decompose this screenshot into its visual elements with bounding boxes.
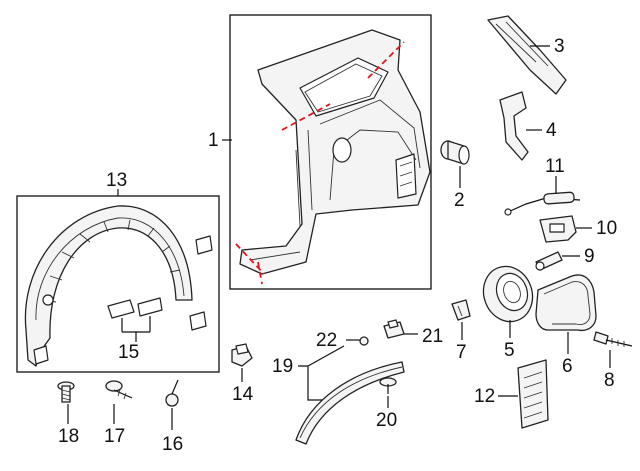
part-21-clip [383,319,405,339]
callout-21: 21 [422,326,443,347]
callout-10: 10 [596,218,617,239]
fender-liner [24,205,193,367]
part-22-bolt [346,336,369,346]
callout-7: 7 [456,342,467,363]
part-4-bracket [499,91,529,161]
callout-17: 17 [104,426,125,447]
quarter-panel [239,29,431,275]
callout-5: 5 [504,340,515,361]
leader-19 [298,345,345,401]
part-12-vent [517,359,549,429]
part-3-brace [487,15,567,95]
part-10-actuator [539,215,577,243]
cut-line-pillar [281,103,331,131]
part-6-fuel-door [535,274,597,332]
callout-2: 2 [454,190,465,211]
callout-14: 14 [232,384,254,405]
callout-22: 22 [316,330,337,351]
liner-clip-tabs [107,235,213,331]
part-9-latch [535,251,563,271]
part-7-clip [451,299,471,321]
part-2-plug [440,140,470,165]
cut-line-sill [235,243,265,285]
callout-15: 15 [118,342,139,363]
callout-16: 16 [162,434,183,455]
callout-20: 20 [376,410,397,431]
part-14-clip [231,343,253,367]
leader-15 [121,316,151,342]
part-20-push-pin [379,377,397,394]
callout-11: 11 [545,156,565,177]
part-18-bolt [57,381,75,403]
callout-19: 19 [272,356,293,377]
part-16-screw [165,379,179,407]
callout-3: 3 [554,36,565,57]
callout-13: 13 [106,170,127,191]
callout-18: 18 [58,426,79,447]
callout-4: 4 [546,120,557,141]
callout-6: 6 [562,356,573,377]
callout-8: 8 [604,370,615,391]
callout-1: 1 [208,130,219,151]
part-8-bolt [593,331,633,347]
part-19-arch-molding [295,361,405,445]
callout-12: 12 [474,386,495,407]
cut-line-roof [367,41,405,79]
part-5-filler-housing [482,265,534,323]
part-17-bolt [105,380,133,400]
callout-9: 9 [584,246,595,267]
part-11-opener-cable [504,191,581,216]
